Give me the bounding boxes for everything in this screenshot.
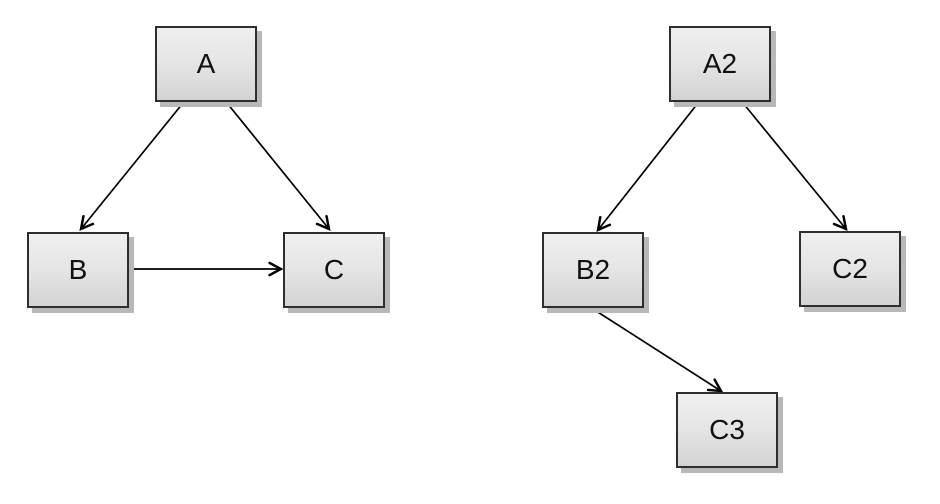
node-c2[interactable]: C2	[799, 231, 901, 307]
node-c3[interactable]: C3	[676, 392, 778, 468]
node-a2-label: A2	[702, 48, 738, 79]
node-a-label: A	[196, 48, 216, 79]
edge-b2-to-c3	[592, 308, 721, 391]
node-c-label: C	[323, 254, 345, 285]
node-b2[interactable]: B2	[542, 232, 644, 308]
node-c[interactable]: C	[283, 232, 385, 308]
node-a[interactable]: A	[155, 26, 257, 102]
edge-a-to-b	[81, 102, 184, 229]
node-c2-label: C2	[832, 253, 868, 284]
edge-a2-to-b2	[598, 102, 699, 230]
node-b2-label: B2	[575, 254, 611, 285]
node-a2[interactable]: A2	[669, 26, 771, 102]
node-c3-label: C3	[709, 414, 745, 445]
node-b[interactable]: B	[27, 232, 129, 308]
edge-a-to-c	[226, 102, 329, 229]
node-b-label: B	[68, 254, 88, 285]
edge-a2-to-c2	[742, 102, 846, 229]
